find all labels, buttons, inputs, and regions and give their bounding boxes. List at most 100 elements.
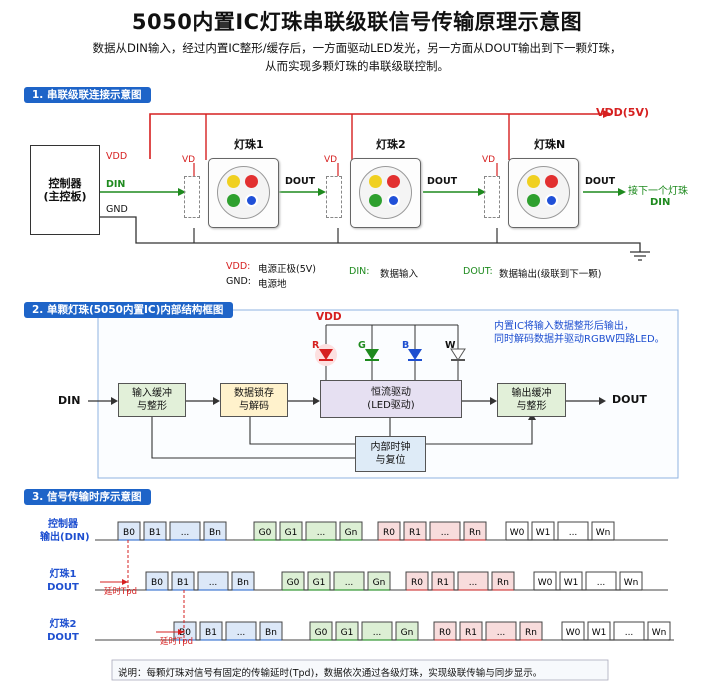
timing-cell-label: ... (469, 578, 478, 588)
timing-cell-label: R0 (439, 628, 451, 638)
timing-cell-label: ... (569, 528, 578, 538)
constant-current-driver-block: 恒流驱动 (LED驱动) (320, 380, 462, 418)
led-w-icon (450, 348, 466, 361)
timing-cell-label: Bn (265, 628, 277, 638)
controller-label-1: 控制器 (48, 177, 82, 190)
led-name: 灯珠2 (376, 138, 406, 151)
led-blue-die-icon (245, 194, 258, 207)
timing-cell-label: Gn (345, 528, 358, 538)
timing-cell-bg (492, 572, 514, 590)
section-3-label: 3. 信号传输时序示意图 (24, 489, 152, 505)
timing-cell-label: G1 (341, 628, 354, 638)
timing-cell-bg (458, 572, 488, 590)
timing-cell-bg (336, 622, 358, 640)
timing-cell-bg (592, 522, 614, 540)
timing-cell-label: Rn (497, 578, 509, 588)
led-lens (517, 166, 570, 219)
s2-note: 内置IC将输入数据整形后输出， 同时解码数据并驱动RGBW四路LED。 (494, 320, 665, 346)
timing-cell-bg (534, 572, 556, 590)
timing-cell-bg (260, 622, 282, 640)
timing-cell-label: B1 (177, 578, 189, 588)
led-green-die-icon (527, 194, 540, 207)
timing-cell-bg (118, 522, 140, 540)
timing-cell-label: R1 (409, 528, 421, 538)
timing-cell-label: W1 (564, 578, 579, 588)
timing-cell-bg (588, 622, 610, 640)
ctrl-din-label: DIN (106, 179, 126, 190)
timing-cell-label: ... (181, 528, 190, 538)
timing-cell-label: ... (625, 628, 634, 638)
timing-cell-label: B0 (179, 628, 191, 638)
legend-dout-key: DOUT: (463, 266, 493, 277)
controller-box: 控制器 (主控板) (30, 145, 100, 235)
timing-cell-bg (620, 572, 642, 590)
timing-cell-bg (520, 622, 542, 640)
timing-cell-label: R0 (383, 528, 395, 538)
timing-cell-bg (404, 522, 426, 540)
led-body (350, 158, 421, 228)
led-b-icon (408, 349, 422, 361)
led-ic-pins (184, 176, 200, 218)
led-name: 灯珠1 (234, 138, 264, 151)
timing-cell-label: Rn (469, 528, 481, 538)
timing-cell-bg (430, 522, 460, 540)
timing-cell-label: ... (237, 628, 246, 638)
timing-cell-label: Rn (525, 628, 537, 638)
timing-waveform (95, 571, 668, 591)
timing-cell-bg (144, 522, 166, 540)
led-ic-pins (484, 176, 500, 218)
timing-cell-bg (232, 572, 254, 590)
led-green-die-icon (369, 194, 382, 207)
timing-cell-bg (310, 622, 332, 640)
led-g-icon (365, 349, 379, 361)
led-green-die-icon (227, 194, 240, 207)
delay-label: 延时Tpd (104, 586, 137, 597)
subtitle-line-2: 从而实现多颗灯珠的串联级联控制。 (265, 59, 449, 73)
controller-label-2: (主控板) (43, 190, 87, 203)
ctrl-gnd-label: GND (106, 204, 128, 215)
latch-decode-block: 数据锁存 与解码 (220, 383, 288, 417)
timing-cell-label: ... (497, 628, 506, 638)
timing-cell-label: R1 (465, 628, 477, 638)
legend-din-key: DIN: (349, 266, 370, 277)
led-blue-die-icon (545, 194, 558, 207)
led-yellow-die-icon (369, 175, 382, 188)
input-buffer-block: 输入缓冲 与整形 (118, 383, 186, 417)
delay-label: 延时Tpd (160, 636, 193, 647)
timing-cell-label: B0 (151, 578, 163, 588)
timing-cell-label: W0 (566, 628, 581, 638)
led-body (508, 158, 579, 228)
timing-cell-label: G0 (315, 628, 328, 638)
timing-cell-bg (368, 572, 390, 590)
led-red-die-icon (245, 175, 258, 188)
section-1-label: 1. 串联级联连接示意图 (24, 87, 152, 103)
timing-cell-bg (432, 572, 454, 590)
next-led-label-2: DIN (650, 197, 671, 208)
led-red-die-icon (545, 175, 558, 188)
timing-cell-label: ... (373, 628, 382, 638)
timing-cell-label: R1 (437, 578, 449, 588)
timing-cell-bg (378, 522, 400, 540)
legend-vdd-val: 电源正极(5V) (258, 264, 316, 275)
s2-led-w-label: W (445, 340, 456, 351)
timing-cell-bg (174, 622, 196, 640)
timing-row-label: 控制器输出(DIN) (40, 519, 90, 543)
timing-cell-bg (460, 622, 482, 640)
timing-cell-bg (172, 572, 194, 590)
led-yellow-die-icon (527, 175, 540, 188)
subtitle-line-1: 数据从DIN输入，经过内置IC整形/缓存后，一方面驱动LED发光，另一方面从DO… (92, 41, 622, 55)
s2-din-label: DIN (58, 394, 81, 407)
legend-gnd-val: 电源地 (258, 279, 287, 290)
timing-cell-bg (200, 622, 222, 640)
delay-arrowhead (178, 629, 184, 635)
legend-gnd-key: GND: (226, 276, 251, 287)
timing-cell-bg (406, 572, 428, 590)
timing-cell-label: Gn (401, 628, 414, 638)
s2-led-r-label: R (312, 340, 320, 351)
timing-cell-bg (532, 522, 554, 540)
timing-cell-label: G1 (285, 528, 298, 538)
timing-cell-label: G1 (313, 578, 326, 588)
led-vd-label: VD (182, 155, 196, 165)
led-vd-label: VD (482, 155, 496, 165)
